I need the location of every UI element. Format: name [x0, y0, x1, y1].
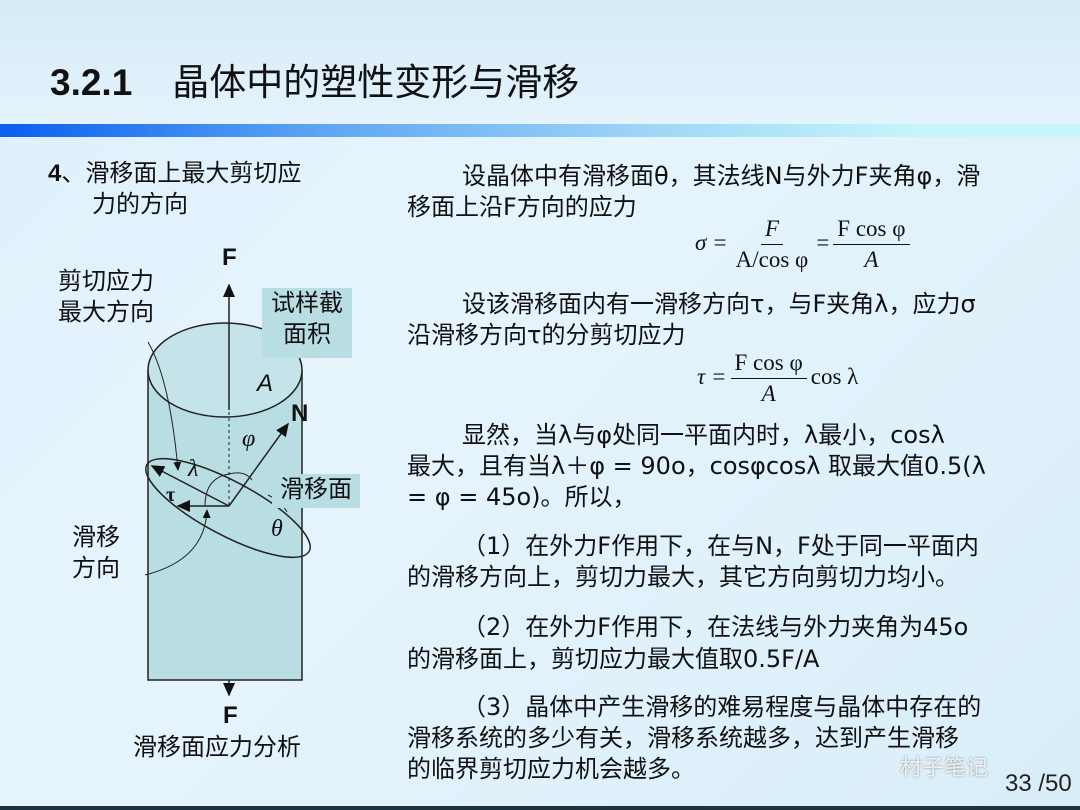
force-label-top: F	[222, 244, 237, 271]
text-line: 的滑移方向上，剪切力最大，其它方向剪切力均小。	[407, 563, 959, 591]
text-line: 的滑移面上，剪切应力最大值取0.5F/A	[407, 645, 820, 673]
text-line: = φ = 45o)。所以，	[407, 483, 637, 511]
cylinder-body	[147, 370, 303, 681]
slip-diagram	[0, 230, 400, 704]
tau-symbol: τ	[166, 484, 176, 506]
page-number: 33 /50	[1005, 770, 1072, 797]
text-line: 显然，当λ与φ处同一平面内时，λ最小，cosλ	[462, 421, 945, 449]
watermark: 材子笔记	[900, 756, 989, 781]
force-label-bottom: F	[223, 702, 238, 729]
label-specimen-area: 试样截面积	[262, 288, 352, 358]
label-max-shear-direction: 剪切应力最大方向	[58, 267, 154, 326]
phi-symbol: φ	[242, 426, 256, 452]
normal-label: N	[291, 400, 309, 427]
text-line: 设该滑移面内有一滑移方向τ，与F夹角λ，应力σ	[462, 290, 976, 318]
area-symbol: A	[257, 370, 274, 397]
header-divider	[0, 124, 1080, 137]
slide-header	[0, 0, 1080, 124]
shear-direction-arrow	[150, 465, 230, 507]
bottom-border	[0, 806, 1080, 810]
text-line: 的临界剪切应力机会越多。	[407, 755, 695, 783]
theta-symbol: θ	[271, 516, 283, 542]
lambda-symbol: λ	[188, 456, 199, 482]
text-line: （3）晶体中产生滑移的难易程度与晶体中存在的	[462, 693, 982, 721]
label-slip-plane: 滑移面	[272, 474, 360, 508]
text-line: 设晶体中有滑移面θ，其法线N与外力F夹角φ，滑	[462, 162, 981, 190]
slip-plane-ellipse	[145, 457, 311, 559]
text-line: 最大，且有当λ＋φ = 90o，cosφcosλ 取最大值0.5(λ	[407, 452, 986, 480]
text-line: （2）在外力F作用下，在法线与外力夹角为45o	[462, 613, 969, 641]
section-heading: 4、滑移面上最大剪切应力的方向	[48, 159, 302, 218]
text-line: （1）在外力F作用下，在与N，F处于同一平面内	[462, 532, 979, 560]
text-line: 沿滑移方向τ的分剪切应力	[407, 321, 686, 349]
text-line: 滑移系统的多少有关，滑移系统越多，达到产生滑移	[407, 724, 959, 752]
normal-arrow	[228, 422, 289, 507]
label-slip-direction: 滑移方向	[72, 523, 120, 582]
text-line: 移面上沿F方向的应力	[407, 193, 637, 221]
diagram-caption: 滑移面应力分析	[133, 733, 301, 761]
